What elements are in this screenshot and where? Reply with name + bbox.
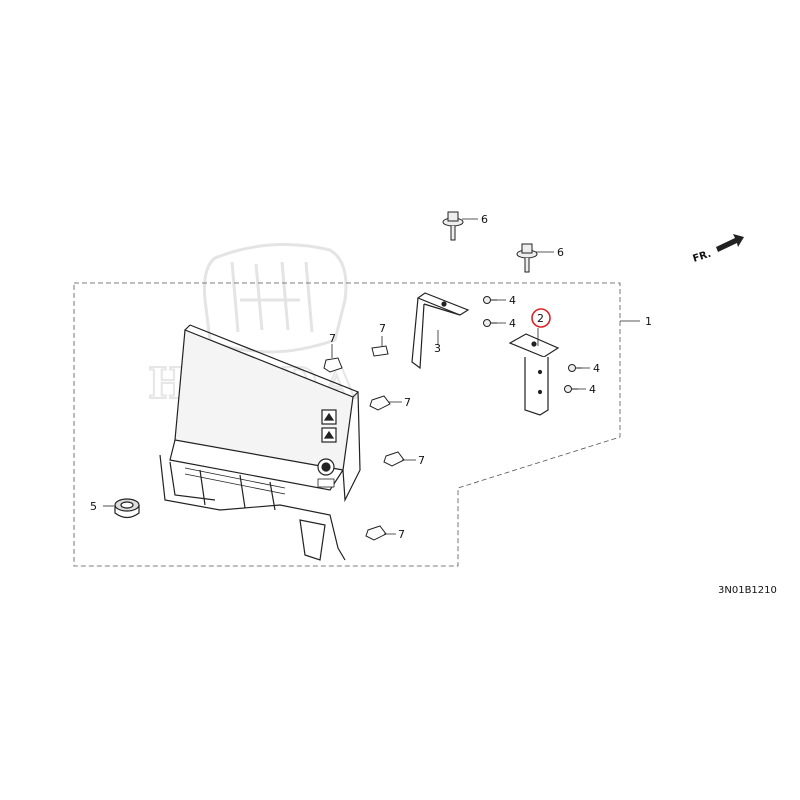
callout-4d: 4 (589, 383, 596, 396)
volume-knob (114, 498, 140, 519)
display-unit (159, 324, 361, 561)
callout-4a: 4 (509, 294, 516, 307)
callout-7a: 7 (329, 332, 336, 345)
bracket-3 (411, 292, 470, 370)
callout-5: 5 (90, 500, 97, 513)
callout-7d: 7 (418, 454, 425, 467)
callout-6a: 6 (481, 213, 488, 226)
front-arrow-label: FR. (692, 249, 713, 265)
leader-lines (103, 218, 640, 535)
bracket-2 (508, 333, 560, 416)
honda-h-logo (203, 243, 348, 354)
side-buttons (317, 409, 337, 488)
callout-2-highlight (531, 308, 551, 328)
front-arrow: FR. (692, 234, 744, 265)
callout-7c: 7 (404, 396, 411, 409)
diagram-code: 3N01B1210 (718, 585, 777, 596)
clip-parts (323, 345, 405, 541)
callout-2: 2 (537, 312, 544, 325)
bolt-6-parts (442, 211, 538, 273)
callout-7e: 7 (398, 528, 405, 541)
screw-4-parts (483, 296, 582, 393)
callout-4b: 4 (509, 317, 516, 330)
callout-numbers: 1 2 3 4 4 4 4 5 6 6 7 7 7 7 7 (90, 213, 652, 541)
callout-6b: 6 (557, 246, 564, 259)
callout-4c: 4 (593, 362, 600, 375)
callout-7b: 7 (379, 322, 386, 335)
front-arrow-icon (716, 234, 744, 252)
callout-1: 1 (645, 315, 652, 328)
assembly-outline (73, 282, 621, 567)
callout-3: 3 (434, 342, 441, 355)
